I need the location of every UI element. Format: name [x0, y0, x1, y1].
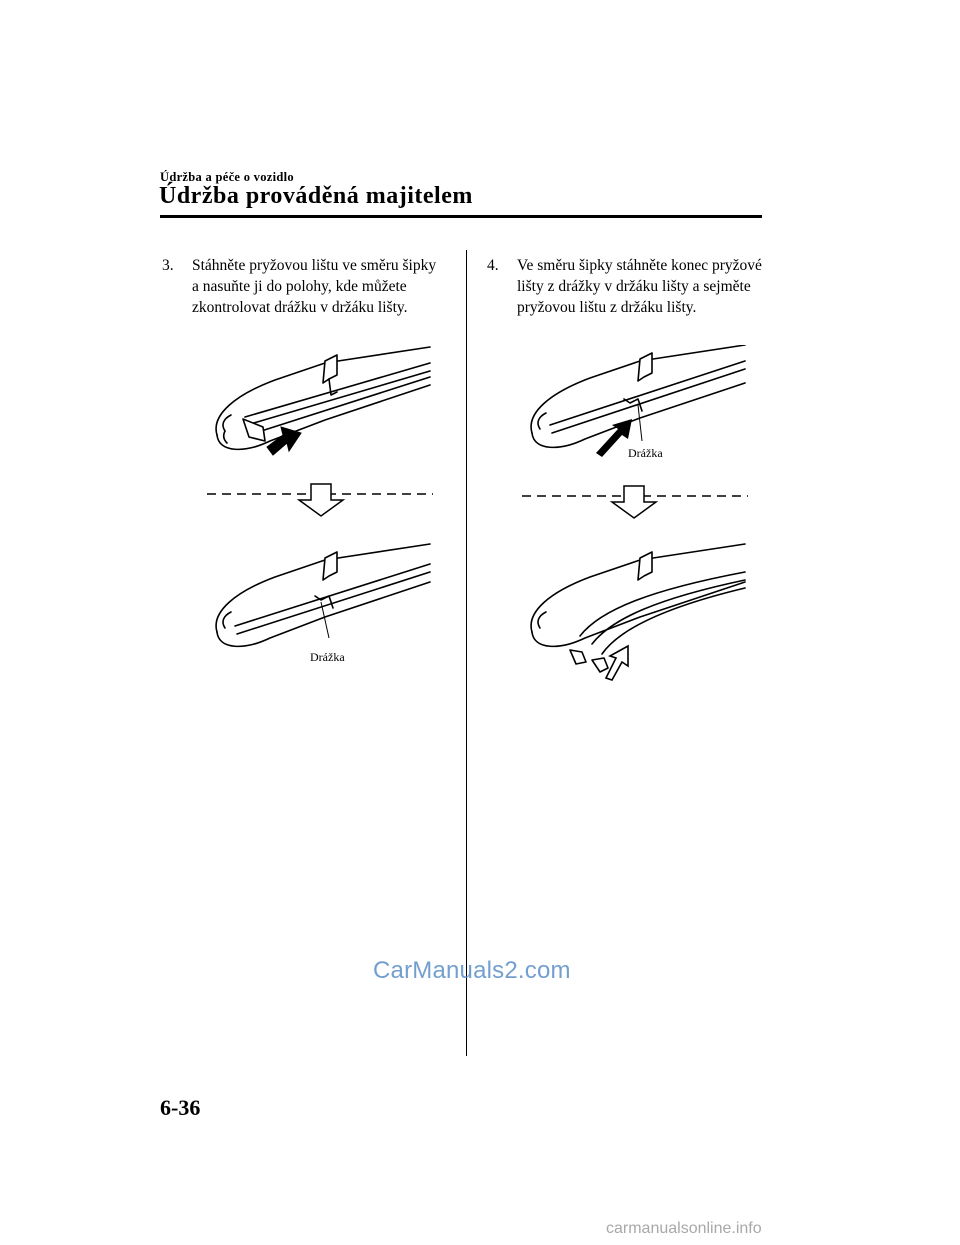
groove-label: Drážka [310, 650, 345, 664]
step-number: 4. [487, 257, 499, 274]
groove-label: Drážka [628, 446, 663, 460]
wiper-illustration-step3-before [215, 346, 431, 456]
page-number: 6-36 [160, 1095, 201, 1120]
watermark: CarManuals2.com [373, 957, 571, 984]
step-text-line: pryžovou lištu z držáku lišty. [517, 299, 697, 316]
step-number: 3. [162, 257, 174, 274]
sequence-arrow [207, 483, 433, 517]
leader-line [320, 601, 330, 639]
down-arrow-icon [296, 483, 346, 517]
step-text: Ve směru šipky stáhněte konec pryžové li… [517, 255, 767, 318]
step-3: 3. Stáhněte pryžovou lištu ve směru šipk… [162, 255, 460, 318]
step-text-line: a nasuňte ji do polohy, kde můžete [192, 278, 407, 295]
step-text-line: lišty z drážky v držáku lišty a sejměte [517, 278, 751, 295]
step-4: 4. Ve směru šipky stáhněte konec pryžové… [487, 255, 767, 318]
wiper-illustration-step3-after [215, 543, 431, 648]
leader-line [637, 404, 643, 442]
wiper-illustration-step4-after [530, 543, 746, 681]
step-text-line: Ve směru šipky stáhněte konec pryžové [517, 257, 762, 274]
step-text-line: zkontrolovat drážku v držáku lišty. [192, 299, 408, 316]
step-text-line: Stáhněte pryžovou lištu ve směru šipky [192, 257, 437, 274]
wiper-illustration-step4-before [530, 345, 746, 457]
direction-arrow-icon [266, 426, 302, 456]
section-label: Údržba a péče o vozidlo [160, 170, 294, 184]
down-arrow-icon [609, 485, 659, 519]
step-text: Stáhněte pryžovou lištu ve směru šipky a… [192, 255, 460, 318]
direction-arrow-icon [604, 644, 629, 681]
header-rule [160, 215, 762, 218]
sequence-arrow [522, 485, 748, 519]
footer-site: carmanualsonline.info [606, 1220, 762, 1237]
chapter-title: Údržba prováděná majitelem [159, 183, 473, 209]
direction-arrow-icon [596, 419, 632, 457]
column-divider [466, 250, 467, 1056]
